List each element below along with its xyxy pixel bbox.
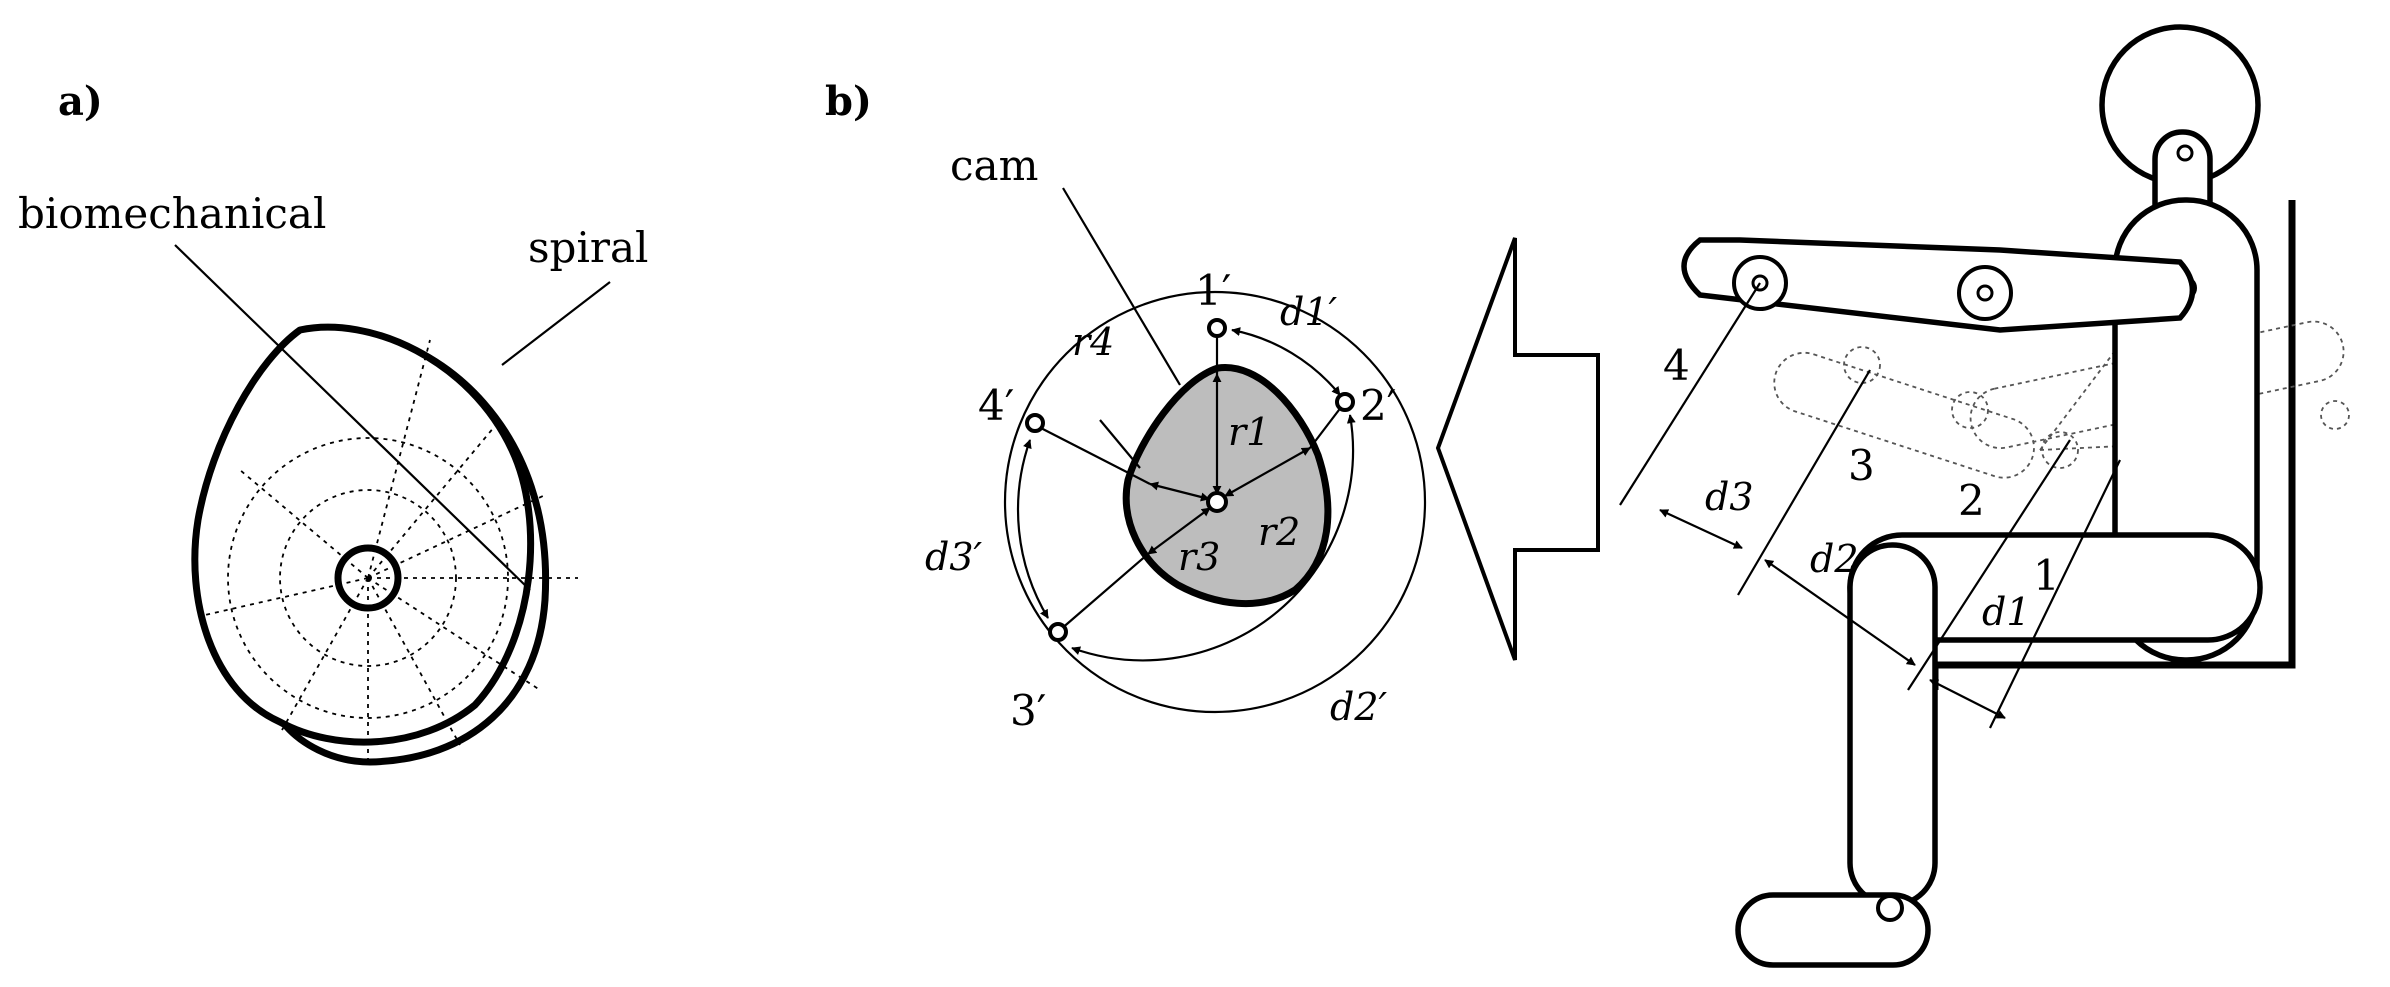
segment-3-label: 3: [1848, 441, 1875, 490]
biomechanical-leader-line: [174, 244, 531, 591]
point-2-label: 2′: [1360, 381, 1396, 430]
extension-4: [1034, 424, 1151, 485]
arc-d1: [1231, 327, 1341, 396]
extension-3: [1059, 553, 1149, 631]
inner-dotted-circle: [279, 489, 457, 667]
arc-d2: [1071, 414, 1356, 662]
guide-2: [1907, 439, 2071, 691]
point-3: [1048, 622, 1068, 642]
r3-label: r3: [1178, 535, 1220, 579]
shin: [1847, 542, 1938, 908]
guide-4: [1619, 282, 1761, 506]
transfer-arrow: [1435, 237, 1600, 661]
r2-label: r2: [1258, 510, 1300, 554]
point-1: [1207, 318, 1227, 338]
point-4-label: 4′: [978, 381, 1014, 430]
human-figure: 4 3 2 1 d1 d2 d3: [1619, 24, 2350, 968]
panel-b-cam: b) cam 1′ 2′ 3′ 4′ r1 r2: [825, 78, 1427, 735]
segment-2-label: 2: [1958, 476, 1985, 525]
reference-circle: [1003, 290, 1427, 714]
point-1-label: 1′: [1195, 266, 1231, 315]
d2-prime-label: d2′: [1330, 685, 1388, 729]
panel-a: a) biomechanical spiral: [18, 78, 648, 766]
d3-prime-label: d3′: [925, 535, 983, 579]
r4-label: r4: [1072, 320, 1114, 364]
guide-1: [1989, 459, 2121, 729]
panel-b-label: b): [825, 78, 872, 125]
point-2: [1335, 392, 1355, 412]
cam-center: [1206, 491, 1228, 513]
distance-d3: [1659, 509, 1743, 549]
panel-a-label: a): [58, 78, 103, 125]
point-4: [1025, 413, 1045, 433]
biomechanical-label: biomechanical: [18, 189, 326, 238]
outer-dotted-circle: [227, 437, 509, 719]
distance-d2: [1764, 559, 1916, 666]
hub-circle: [334, 544, 402, 612]
point-3-label: 3′: [1010, 686, 1046, 735]
cam-label: cam: [950, 141, 1038, 190]
cam-leader-line: [1062, 187, 1181, 386]
distance-d1: [1929, 679, 2006, 719]
d1-prime-label: d1′: [1280, 290, 1338, 334]
segment-4-label: 4: [1663, 341, 1690, 390]
spiral-leader-line: [501, 281, 611, 366]
arc-d3: [1016, 439, 1049, 619]
d3-label: d3: [1705, 475, 1754, 519]
d2-label: d2: [1810, 537, 1859, 581]
biomechanical-cam-outline: [191, 323, 535, 746]
r1-label: r1: [1228, 410, 1270, 454]
arm: [1681, 237, 2196, 333]
spiral-label: spiral: [528, 223, 648, 272]
d1-label: d1: [1982, 590, 2031, 634]
guide-3: [1737, 369, 1871, 596]
segment-1-label: 1: [2033, 551, 2060, 600]
